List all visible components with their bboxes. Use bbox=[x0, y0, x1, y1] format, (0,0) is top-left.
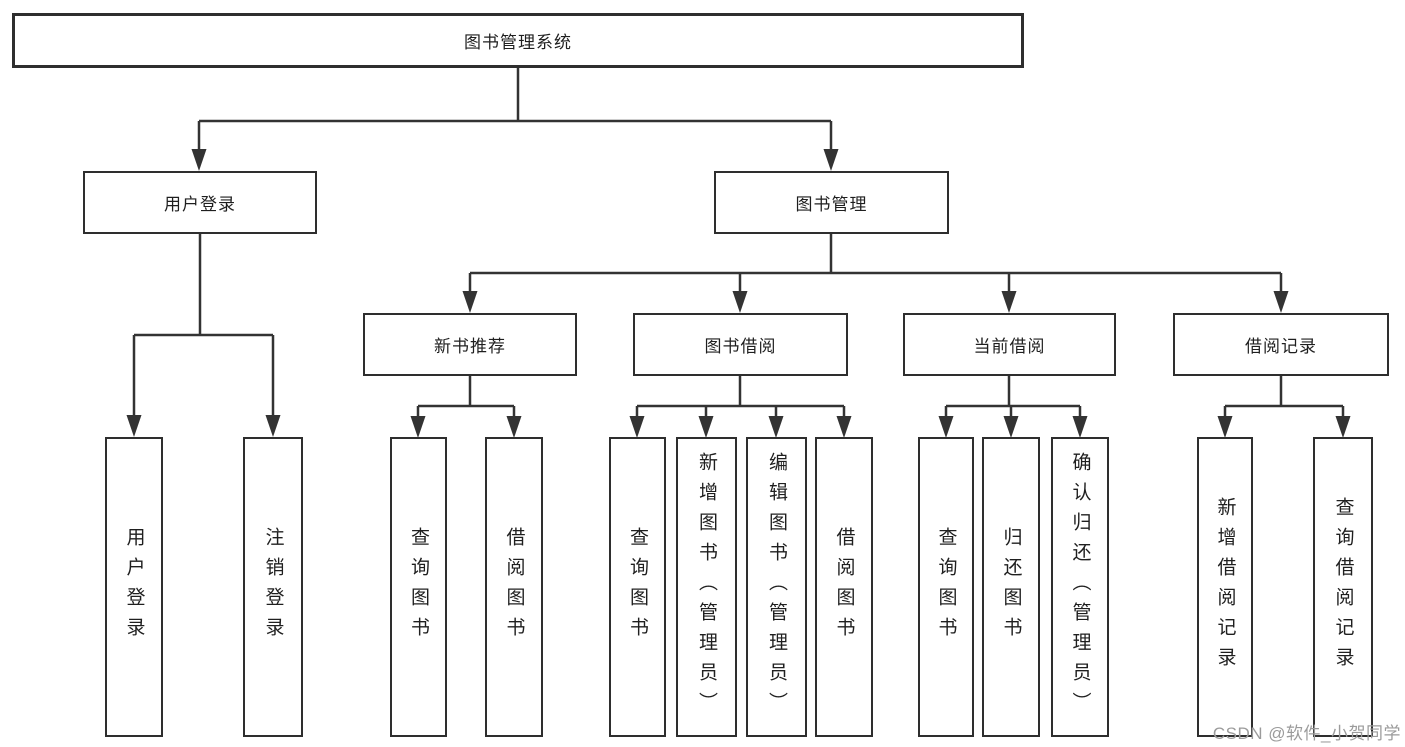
leaf-logout: 注销登录 bbox=[243, 437, 303, 737]
leaf-borrow-books-recommend: 借阅图书 bbox=[485, 437, 543, 737]
leaf-borrow-books: 借阅图书 bbox=[815, 437, 873, 737]
leaf-confirm-return-admin: 确认归还（管理员） bbox=[1051, 437, 1109, 737]
watermark: CSDN @软件_小贺同学 bbox=[1212, 724, 1401, 743]
node-book-management: 图书管理 bbox=[714, 171, 949, 234]
leaf-query-books-borrowing: 查询图书 bbox=[609, 437, 666, 737]
leaf-add-borrow-record: 新增借阅记录 bbox=[1197, 437, 1253, 737]
leaf-edit-books-admin: 编辑图书（管理员） bbox=[746, 437, 807, 737]
leaf-query-borrow-record: 查询借阅记录 bbox=[1313, 437, 1373, 737]
node-current-borrowing: 当前借阅 bbox=[903, 313, 1116, 376]
node-book-borrowing: 图书借阅 bbox=[633, 313, 848, 376]
node-user-login: 用户登录 bbox=[83, 171, 317, 234]
leaf-query-books-current: 查询图书 bbox=[918, 437, 974, 737]
arrowhead-icons bbox=[126, 149, 1351, 438]
leaf-query-books-recommend: 查询图书 bbox=[390, 437, 447, 737]
node-root-system: 图书管理系统 bbox=[12, 13, 1024, 68]
node-new-book-recommend: 新书推荐 bbox=[363, 313, 577, 376]
leaf-return-books: 归还图书 bbox=[982, 437, 1040, 737]
leaf-user-login: 用户登录 bbox=[105, 437, 163, 737]
node-borrowing-records: 借阅记录 bbox=[1173, 313, 1389, 376]
leaf-add-books-admin: 新增图书（管理员） bbox=[676, 437, 737, 737]
